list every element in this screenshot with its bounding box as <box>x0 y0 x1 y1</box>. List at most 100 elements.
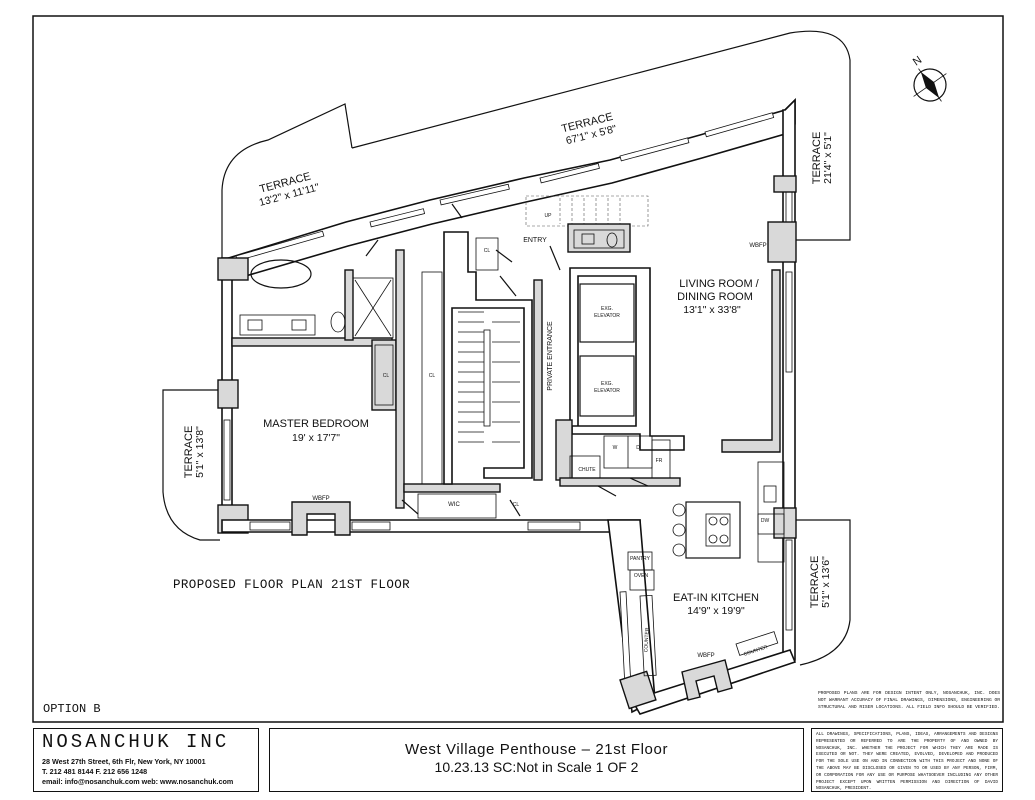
wbfp-bed-label: WBFP <box>312 496 329 502</box>
living-dims: 13'1" x 33'8" <box>683 304 741 316</box>
upper-stair-treads <box>559 198 621 224</box>
terrace-se-name: TERRACE <box>809 556 821 609</box>
kitchen-name: EAT-IN KITCHEN <box>673 592 759 604</box>
cl-label-1: CL <box>383 373 390 379</box>
oven-label: OVEN <box>634 573 649 579</box>
master-name: MASTER BEDROOM <box>263 418 369 430</box>
master-dims: 19' x 17'7" <box>292 432 340 444</box>
door-swings <box>365 203 649 517</box>
east-windows-mid <box>785 271 793 373</box>
shower-door-line-2 <box>354 279 392 337</box>
wbfp-kitchen-label: WBFP <box>697 653 714 659</box>
wic-label: WIC <box>448 502 460 508</box>
toilet-powder <box>606 232 618 248</box>
shower-stall <box>352 277 394 339</box>
dw-label: DW <box>761 518 770 524</box>
bathtub <box>250 259 312 289</box>
wbfp-kitchen-symbol <box>681 659 733 701</box>
terrace-w-dims: 5'1" x 13'8" <box>194 426 206 478</box>
kitchen-sink <box>763 485 777 503</box>
core-south-wall <box>559 477 681 487</box>
terrace-ne-name: TERRACE <box>811 132 823 185</box>
wbfp-bedroom-symbol <box>291 501 351 536</box>
cl-label-4: CL <box>513 502 520 508</box>
title-block-company: NOSANCHUK INC 28 West 27th Street, 6th F… <box>33 728 259 792</box>
terrace-w-outline <box>162 389 220 541</box>
wic-box <box>417 493 497 519</box>
title-block-project: West Village Penthouse – 21st Floor 10.2… <box>269 728 804 792</box>
living-inner-wall <box>721 269 781 453</box>
bedroom-east-wall <box>395 249 405 509</box>
chute-wall <box>555 419 573 481</box>
upper-stair-dashed <box>525 195 649 227</box>
east-pier-2 <box>773 507 797 539</box>
w-pier <box>217 379 239 409</box>
closet-master <box>371 339 397 411</box>
master-north-wall <box>231 337 393 347</box>
counter-west-label: COUNTER <box>643 627 650 652</box>
north-arrow-compass <box>913 68 947 102</box>
oven-box <box>629 569 655 591</box>
south-window-1 <box>249 521 291 531</box>
bar-stools <box>672 503 686 557</box>
counter-south-label: COUNTER <box>743 644 769 657</box>
company-phone: T. 212 481 8144 F. 212 656 1248 <box>42 767 148 776</box>
disclaimer-note: PROPOSED PLANS ARE FOR DESIGN INTENT ONL… <box>818 691 1000 710</box>
toilet-master <box>330 311 346 333</box>
entry-label: ENTRY <box>523 237 547 244</box>
plan-caption: PROPOSED FLOOR PLAN 21ST FLOOR <box>173 578 411 592</box>
elevator-1-label: EXG. <box>601 306 613 312</box>
kitchen-south-wall <box>630 649 797 715</box>
sheet-border <box>32 15 1004 723</box>
south-window-3 <box>527 521 581 531</box>
sink-2 <box>291 319 307 331</box>
terrace-w-name: TERRACE <box>183 426 195 479</box>
powder-room <box>567 223 631 253</box>
cl-label-2: CL <box>429 373 436 379</box>
terrace-se-dims: 5'1" x 13'6" <box>820 556 832 608</box>
elevator-1-car <box>579 283 635 343</box>
east-pier-1 <box>773 175 797 193</box>
south-window-2 <box>351 521 391 531</box>
terrace-n-outline <box>351 30 851 241</box>
up-label: UP <box>545 213 553 219</box>
terrace-nw-outline <box>221 103 353 262</box>
bath-partition <box>344 269 354 341</box>
washer-label: W <box>613 445 618 451</box>
company-address: 28 West 27th Street, 6th Flr, New York, … <box>42 757 206 766</box>
sink-powder <box>581 233 595 245</box>
west-windows <box>223 419 231 501</box>
east-windows-low <box>785 539 793 631</box>
elevator-core <box>569 267 685 451</box>
title-block-legal: ALL DRAWINGS, SPECIFICATIONS, PLANS, IDE… <box>811 728 1003 792</box>
company-web: email: info@nosanchuk.com web: www.nosan… <box>42 777 234 786</box>
nw-pier <box>217 257 249 281</box>
cooktop <box>705 513 731 547</box>
vanity <box>239 314 316 336</box>
cl-label-3: CL <box>484 248 491 254</box>
terrace-se-outline <box>796 519 851 666</box>
kitchen-sink-counter <box>757 461 785 563</box>
chute-label: CHUTE <box>578 467 596 473</box>
cl-stair <box>475 237 499 271</box>
kitchen-dims: 14'9" x 19'9" <box>687 605 745 617</box>
option-label: OPTION B <box>43 702 101 716</box>
terrace-ne-dims: 21'4" x 5'1" <box>822 132 834 184</box>
fr-label: FR <box>656 458 663 464</box>
elevator-2-label: EXG. <box>601 381 613 387</box>
company-name: NOSANCHUK INC <box>42 731 230 753</box>
living-name: LIVING ROOM / <box>679 278 759 290</box>
project-title: West Village Penthouse – 21st Floor <box>404 741 669 758</box>
counter-west <box>639 594 657 677</box>
east-chimney-living <box>767 221 797 263</box>
stair-treads <box>458 311 520 443</box>
north-windows <box>235 112 775 262</box>
elevator-1-label-b: ELEVATOR <box>594 313 620 319</box>
dw-box <box>757 513 785 535</box>
dryer-label: D <box>636 445 640 451</box>
counter-south <box>735 631 779 656</box>
living-name-2: DINING ROOM <box>677 291 753 303</box>
private-entrance-wall <box>533 279 543 481</box>
wic-wall <box>403 483 501 493</box>
